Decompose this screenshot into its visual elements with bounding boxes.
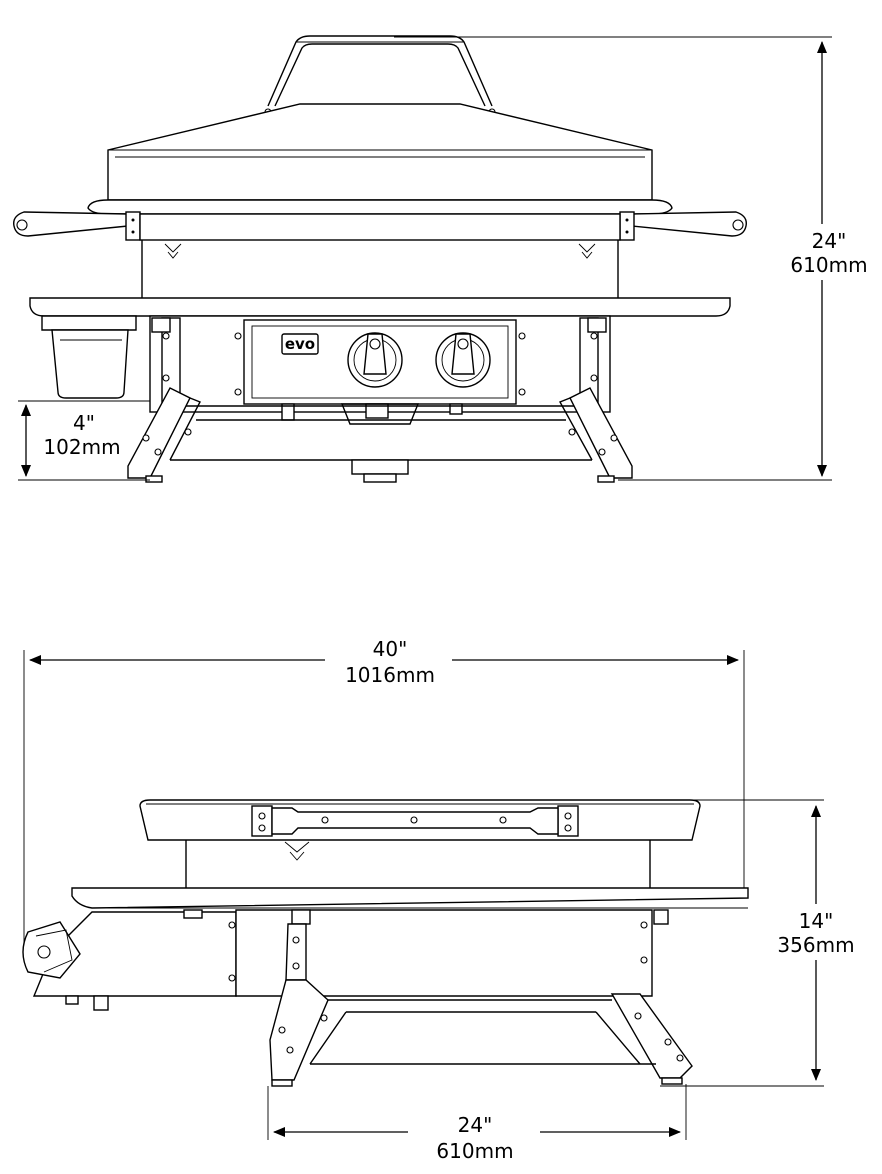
side-handle-left: [13, 211, 141, 241]
side-leg-stand: [269, 923, 693, 1087]
grease-cup: [41, 315, 137, 399]
evo-logo-badge: evo: [281, 333, 319, 355]
side-control-knob: [22, 921, 81, 979]
side-base-width-dimension: 24" 610mm: [267, 1084, 687, 1163]
dome-lid: [87, 103, 673, 215]
front-height-metric: 610mm: [790, 253, 867, 277]
side-width-dimension: 40" 1016mm: [23, 637, 745, 952]
overall-width-metric: 1016mm: [345, 663, 435, 687]
side-rim: [71, 887, 749, 909]
base-width-metric: 610mm: [436, 1139, 513, 1163]
side-gas-fitting: [93, 995, 109, 1011]
front-view: evo: [13, 35, 872, 483]
side-cook-body: [185, 840, 651, 888]
side-valve-fitting: [65, 995, 79, 1005]
side-burner-box: [32, 909, 669, 997]
front-leg-clearance-dimension: 4" 102mm: [18, 400, 150, 481]
front-height-imperial: 24": [812, 229, 847, 253]
control-panel: evo: [234, 319, 526, 405]
gas-fittings: [281, 403, 463, 425]
leg-clearance-imperial: 4": [73, 411, 95, 435]
side-view: 40" 1016mm: [22, 637, 866, 1163]
control-knob-right: [435, 332, 491, 388]
outer-rim: [29, 297, 731, 317]
lid-handle: [264, 35, 496, 116]
side-height-imperial: 14": [799, 909, 834, 933]
overall-width-imperial: 40": [373, 637, 408, 661]
front-height-dimension: 24" 610mm: [394, 36, 872, 481]
base-width-imperial: 24": [458, 1113, 493, 1137]
side-height-metric: 356mm: [777, 933, 854, 957]
side-height-dimension: 14" 356mm: [660, 799, 866, 1087]
leg-stand: [127, 387, 633, 483]
side-handle-right: [619, 211, 747, 241]
control-knob-left: [347, 332, 403, 388]
brand-logo: evo: [285, 335, 315, 353]
side-lid: [139, 799, 701, 861]
cooking-surface: [139, 213, 621, 298]
leg-clearance-metric: 102mm: [43, 435, 120, 459]
